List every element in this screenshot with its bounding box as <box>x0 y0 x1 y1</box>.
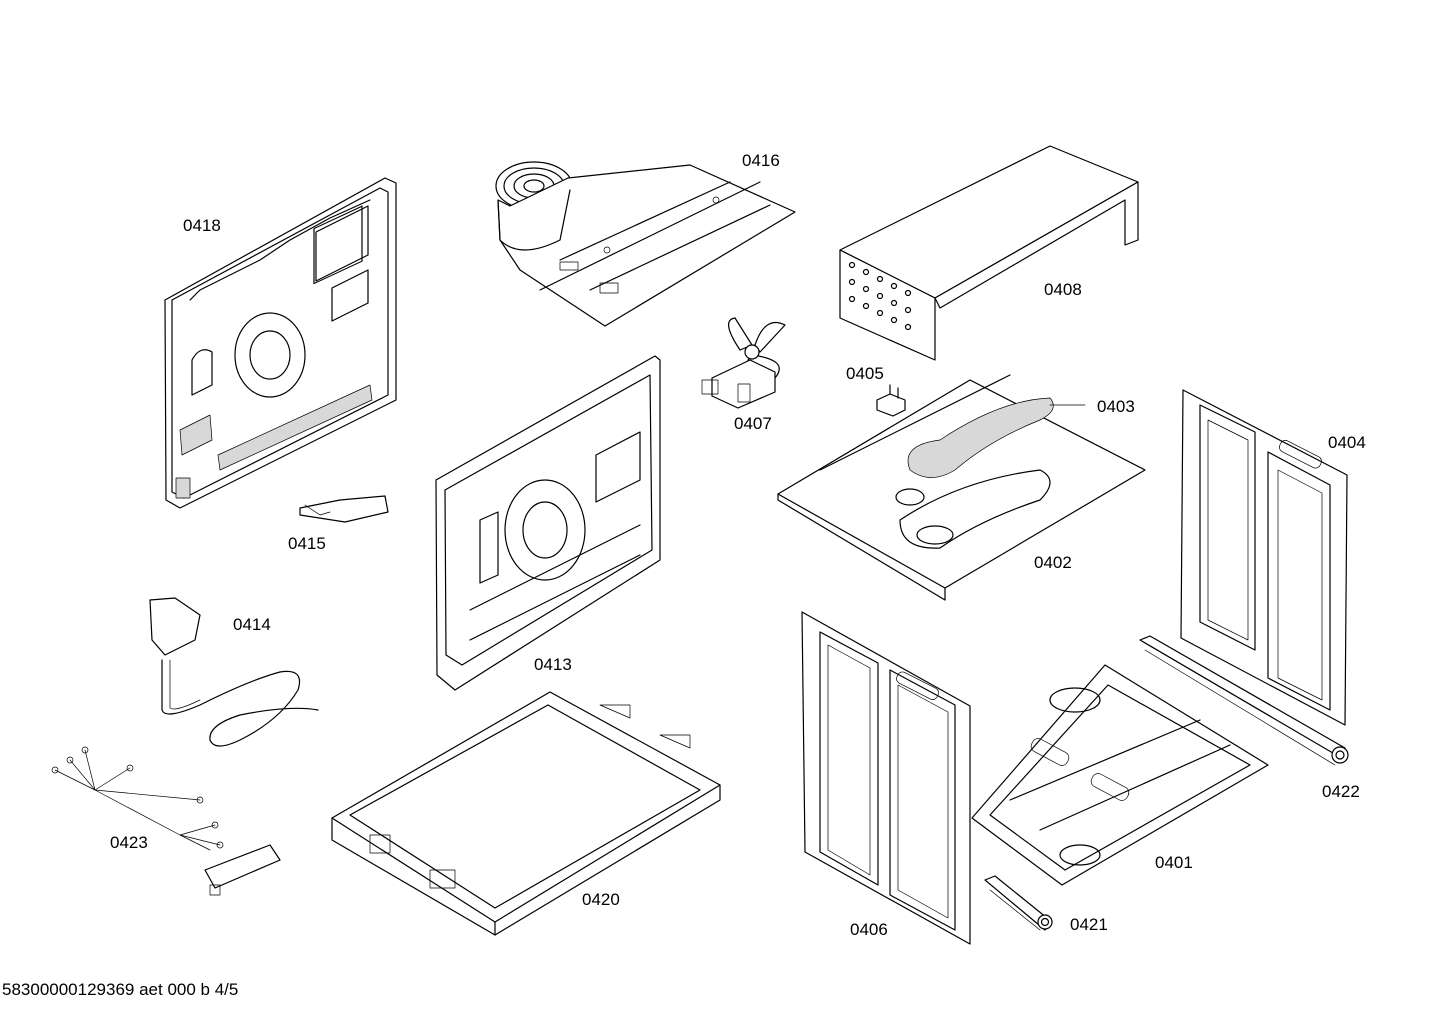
side-panel-left-drawing <box>801 611 971 945</box>
label-side-panel-right: 0404 <box>1328 433 1366 452</box>
label-telescopic-rail-left: 0421 <box>1070 915 1108 934</box>
telescopic-rail-left-drawing <box>984 875 1053 931</box>
rear-panel-drawing <box>435 355 661 691</box>
document-id-footer: 58300000129369 aet 000 b 4/5 <box>2 980 239 999</box>
label-cooling-fan-duct: 0416 <box>742 151 780 170</box>
side-panel-right-drawing <box>1180 389 1348 726</box>
cable-holder-drawing <box>299 495 389 523</box>
label-fan-motor: 0407 <box>734 414 772 433</box>
label-bottom-frame: 0420 <box>582 890 620 909</box>
power-cord-drawing <box>149 597 319 747</box>
cooling-fan-duct-drawing <box>495 161 796 327</box>
label-thermostat: 0405 <box>846 364 884 383</box>
label-top-cover: 0408 <box>1044 280 1082 299</box>
label-power-cord: 0414 <box>233 615 271 634</box>
heater-plate-drawing <box>907 397 1086 478</box>
label-cable-holder: 0415 <box>288 534 326 553</box>
wiring-harness-drawing <box>51 746 281 896</box>
label-wiring-harness: 0423 <box>110 833 148 852</box>
base-plate-drawing <box>777 374 1146 601</box>
label-heater-plate: 0403 <box>1097 397 1135 416</box>
bottom-frame-drawing <box>331 691 721 936</box>
top-cover-drawing <box>839 145 1139 361</box>
telescopic-rail-right-drawing <box>1139 635 1349 766</box>
label-oven-floor-frame: 0401 <box>1155 853 1193 872</box>
label-rear-cover: 0418 <box>183 216 221 235</box>
rear-cover-drawing <box>164 177 397 509</box>
label-side-panel-left: 0406 <box>850 920 888 939</box>
label-base-plate: 0402 <box>1034 553 1072 572</box>
thermostat-drawing <box>876 384 906 417</box>
label-telescopic-rail-right: 0422 <box>1322 782 1360 801</box>
oven-floor-frame-drawing <box>971 664 1269 886</box>
fan-motor-drawing <box>701 317 786 409</box>
label-rear-panel: 0413 <box>534 655 572 674</box>
